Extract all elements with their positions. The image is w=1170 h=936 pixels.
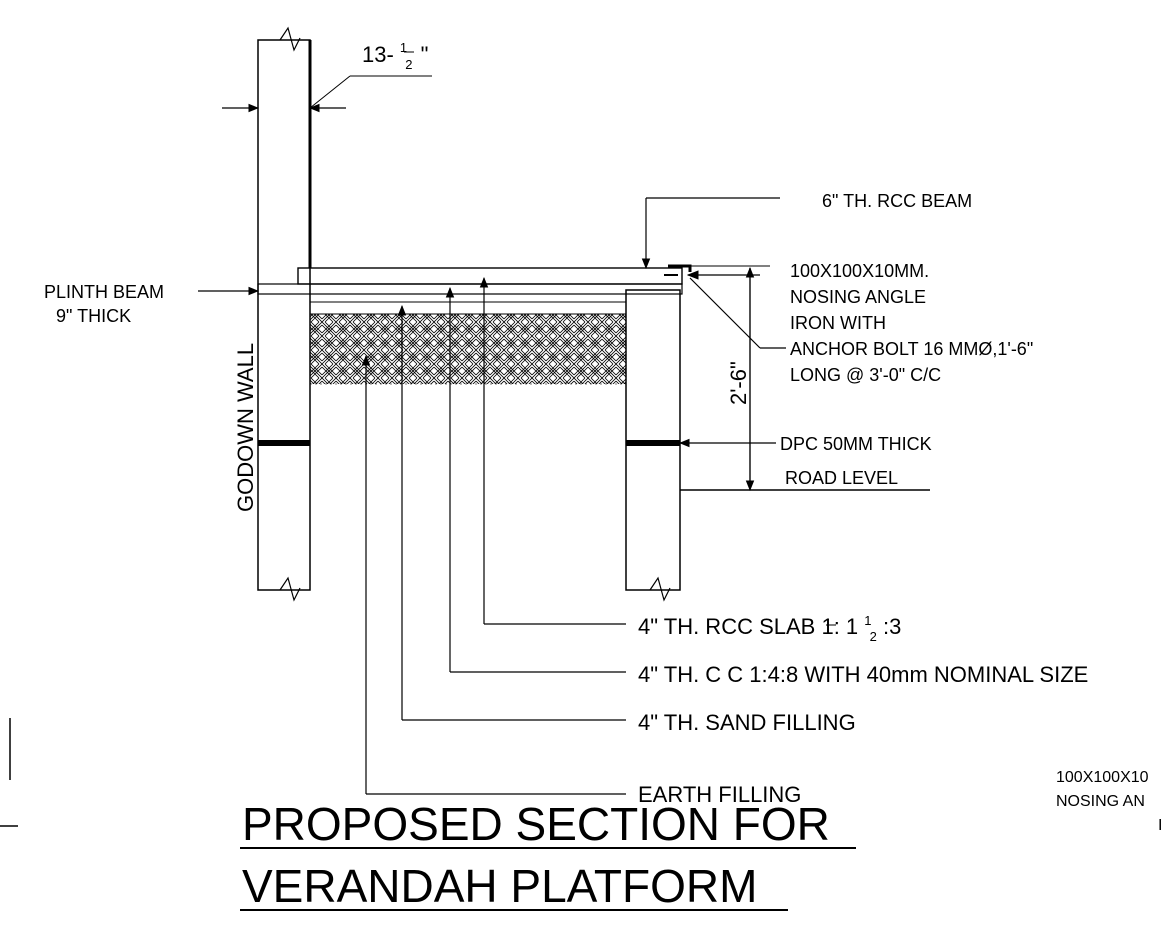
rcc-slab-label: 4" TH. RCC SLAB 1: 1 1 2 :3 — [638, 605, 901, 646]
plinth-beam-label: PLINTH BEAM 9" THICK — [44, 282, 169, 326]
cc-layer-label: 4" TH. C C 1:4:8 WITH 40mm NOMINAL SIZE — [638, 662, 1088, 687]
wall-thickness-label: 13- 1 2 " — [362, 32, 428, 74]
verandah-edge-wall — [625, 289, 681, 602]
title-line-2: VERANDAH PLATFORM — [242, 860, 757, 912]
title-line-1: PROPOSED SECTION FOR — [242, 798, 830, 850]
sand-filling-label: 4" TH. SAND FILLING — [638, 710, 856, 735]
platform-height-label: 2'-6" — [726, 361, 751, 405]
godown-wall-label: GODOWN WALL — [233, 343, 258, 512]
nosing-angle-label: 100X100X10MM. NOSING ANGLE IRON WITH ANC… — [790, 261, 1038, 385]
drawing-title: PROPOSED SECTION FOR VERANDAH PLATFORM — [240, 798, 856, 912]
plinth-beam-callout: PLINTH BEAM 9" THICK — [44, 282, 260, 326]
dpc-label: DPC 50MM THICK — [780, 434, 932, 454]
earth-filling-label: EARTH FILLING — [638, 782, 801, 807]
rcc-beam-callout: 6" TH. RCC BEAM — [641, 191, 972, 270]
wall-thickness-dimension: 13- 1 2 " — [222, 32, 432, 113]
nosing-angle-callout: 100X100X10MM. NOSING ANGLE IRON WITH ANC… — [686, 261, 1038, 385]
layer-leaders — [361, 276, 626, 795]
cropped-note: 100X100X10 NOSING AN I — [1056, 769, 1162, 834]
road-level-label: ROAD LEVEL — [785, 468, 898, 488]
godown-wall-section — [257, 26, 312, 602]
road-level: ROAD LEVEL — [680, 468, 930, 491]
platform-height-dimension: 2'-6" — [726, 266, 755, 492]
dpc-callout: DPC 50MM THICK — [678, 434, 932, 454]
rcc-beam-label: 6" TH. RCC BEAM — [822, 191, 972, 211]
platform-layers — [257, 267, 683, 385]
